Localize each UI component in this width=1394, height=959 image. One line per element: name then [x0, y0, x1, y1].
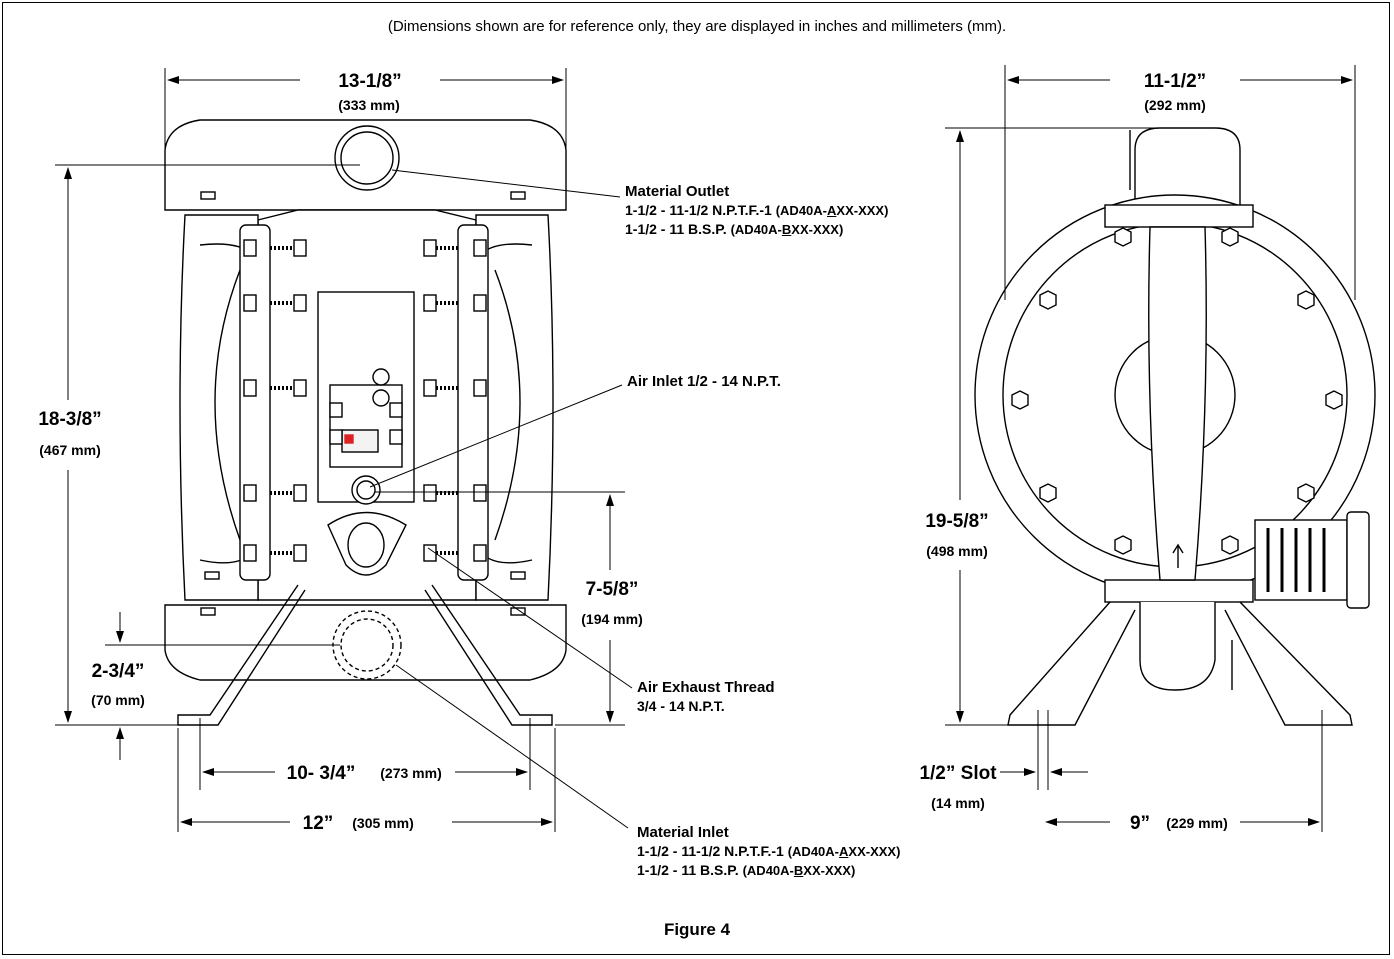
dim-slot-in: 1/2” Slot: [919, 763, 997, 784]
dim-width-top-mm: (333 mm): [338, 97, 399, 113]
dim-height-front-in: 18-3/8”: [38, 409, 101, 430]
material-inlet-title: Material Inlet: [637, 824, 729, 841]
dimension-lines: [55, 65, 1356, 832]
air-inlet-title: Air Inlet 1/2 - 14 N.P.T.: [627, 373, 781, 390]
material-outlet-line2: 1-1/2 - 11 B.S.P. (AD40A-BXX-XXX): [625, 221, 844, 237]
side-view: [974, 127, 1376, 726]
dim-base-height-in: 2-3/4”: [92, 661, 145, 682]
dim-mount-outer-in: 12”: [303, 813, 334, 834]
dim-inlet-height-in: 7-5/8”: [586, 579, 639, 600]
dim-mount-inner-in: 10- 3/4”: [287, 763, 356, 784]
callout-material-outlet: Material Outlet 1-1/2 - 11-1/2 N.P.T.F.-…: [625, 182, 888, 239]
material-outlet-title: Material Outlet: [625, 183, 730, 200]
dim-width-top-in: 13-1/8”: [338, 71, 401, 92]
dim-side-width-in: 11-1/2”: [1144, 71, 1206, 92]
callout-air-exhaust: Air Exhaust Thread 3/4 - 14 N.P.T.: [637, 678, 775, 716]
callout-material-inlet: Material Inlet 1-1/2 - 11-1/2 N.P.T.F.-1…: [637, 823, 900, 880]
material-outlet-line1: 1-1/2 - 11-1/2 N.P.T.F.-1 (AD40A-AXX-XXX…: [625, 202, 889, 218]
dim-mount-inner-mm: (273 mm): [380, 765, 441, 781]
dim-inlet-height-mm: (194 mm): [581, 611, 642, 627]
air-exhaust-title: Air Exhaust Thread: [637, 679, 775, 696]
air-exhaust-line1: 3/4 - 14 N.P.T.: [637, 698, 725, 714]
material-inlet-line1: 1-1/2 - 11-1/2 N.P.T.F.-1 (AD40A-AXX-XXX…: [637, 843, 901, 859]
dim-mount-outer-mm: (305 mm): [352, 815, 413, 831]
dim-slot-mm: (14 mm): [931, 795, 985, 811]
reference-note: (Dimensions shown are for reference only…: [387, 18, 1007, 35]
callout-air-inlet: Air Inlet 1/2 - 14 N.P.T.: [627, 372, 781, 391]
figure-caption: Figure 4: [663, 920, 731, 939]
dim-side-base-in: 9”: [1130, 813, 1150, 834]
material-inlet-line2: 1-1/2 - 11 B.S.P. (AD40A-BXX-XXX): [637, 862, 856, 878]
dim-side-height-mm: (498 mm): [926, 543, 987, 559]
dim-side-height-in: 19-5/8”: [925, 511, 988, 532]
front-view: [164, 119, 567, 726]
dimension-labels: 13-1/8” (333 mm) 18-3/8” (467 mm) 7-5/8”…: [38, 71, 1227, 834]
dim-base-height-mm: (70 mm): [91, 692, 145, 708]
dim-side-width-mm: (292 mm): [1144, 97, 1205, 113]
dim-side-base-mm: (229 mm): [1166, 815, 1227, 831]
dim-height-front-mm: (467 mm): [39, 442, 100, 458]
